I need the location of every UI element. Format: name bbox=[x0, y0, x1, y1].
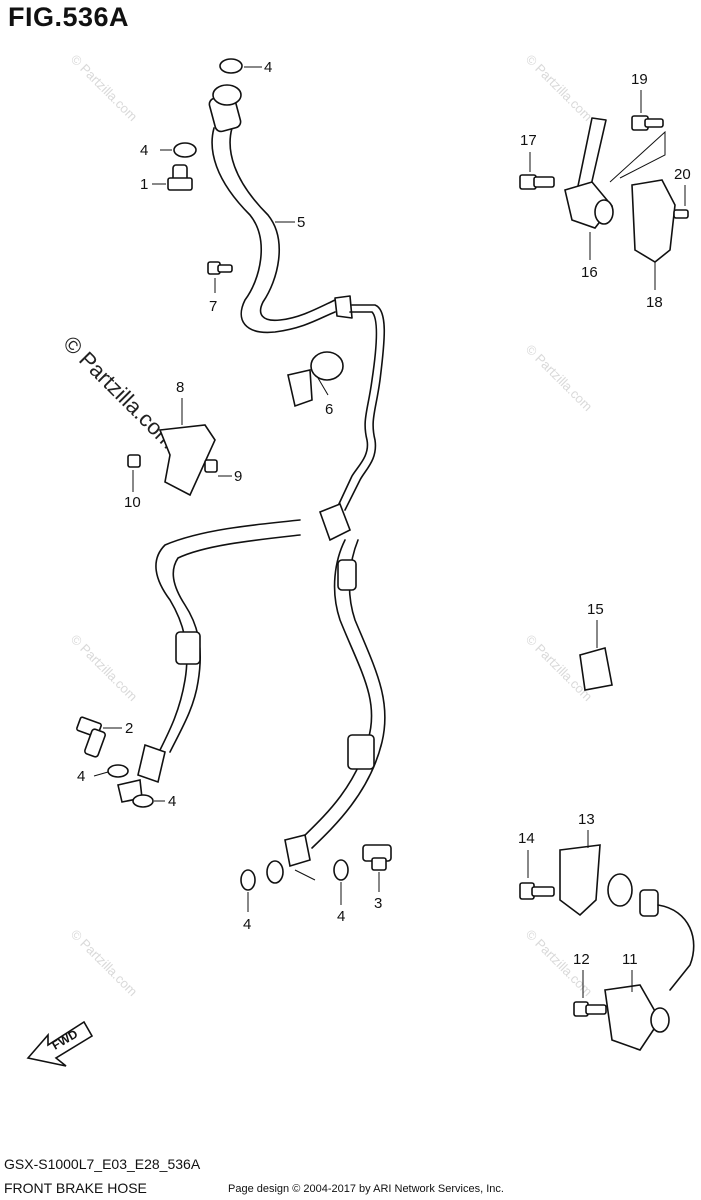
callout-3: 3 bbox=[374, 895, 382, 912]
callout-6: 6 bbox=[325, 401, 333, 418]
watermark-text: © Partzilla.com bbox=[68, 632, 141, 705]
brake-hose-lower[interactable] bbox=[117, 519, 386, 868]
callout-9: 9 bbox=[234, 468, 242, 485]
callout-4: 4 bbox=[168, 793, 176, 810]
watermark-text: © Partzilla.com bbox=[523, 52, 596, 125]
callout-16: 16 bbox=[581, 264, 598, 281]
callout-4: 4 bbox=[77, 768, 85, 785]
callout-17: 17 bbox=[520, 132, 537, 149]
callout-4: 4 bbox=[140, 142, 148, 159]
callout-5: 5 bbox=[297, 214, 305, 231]
callout-14: 14 bbox=[518, 830, 535, 847]
callout-4: 4 bbox=[337, 908, 345, 925]
callout-19: 19 bbox=[631, 71, 648, 88]
clip-15[interactable] bbox=[579, 646, 613, 691]
speed-sensor-upper[interactable] bbox=[519, 115, 689, 263]
bracket-8[interactable] bbox=[127, 424, 218, 497]
callout-13: 13 bbox=[578, 811, 595, 828]
clamp-6[interactable] bbox=[287, 351, 344, 408]
union-bolts[interactable] bbox=[76, 164, 392, 871]
model-code: GSX-S1000L7_E03_E28_536A bbox=[4, 1156, 201, 1172]
callout-20: 20 bbox=[674, 166, 691, 183]
copyright-text: Page design © 2004-2017 by ARI Network S… bbox=[228, 1183, 504, 1195]
callout-2: 2 bbox=[125, 720, 133, 737]
callout-10: 10 bbox=[124, 494, 141, 511]
bolt-7[interactable] bbox=[207, 261, 233, 275]
speed-sensor-lower[interactable] bbox=[519, 844, 695, 1051]
callouts: 4 4 1 5 7 6 8 9 10 2 4 4 4 4 3 17 19 20 … bbox=[77, 59, 691, 968]
watermark-text: © Partzilla.com bbox=[523, 342, 596, 415]
callout-7: 7 bbox=[209, 298, 217, 315]
watermark-text: © Partzilla.com bbox=[68, 52, 141, 125]
washers[interactable] bbox=[107, 58, 349, 891]
watermark-text: © Partzilla.com bbox=[68, 927, 141, 1000]
callout-12: 12 bbox=[573, 951, 590, 968]
callout-11: 11 bbox=[622, 951, 638, 968]
leader-lines bbox=[93, 66, 686, 998]
callout-1: 1 bbox=[140, 176, 148, 193]
callout-4: 4 bbox=[264, 59, 272, 76]
fwd-arrow-icon: FWD bbox=[26, 1020, 94, 1067]
callout-15: 15 bbox=[587, 601, 604, 618]
figure-title: FIG.536A bbox=[8, 2, 130, 32]
section-name: FRONT BRAKE HOSE bbox=[4, 1180, 147, 1196]
callout-8: 8 bbox=[176, 379, 184, 396]
callout-18: 18 bbox=[646, 294, 663, 311]
callout-4: 4 bbox=[243, 916, 251, 933]
brake-hose-upper[interactable] bbox=[208, 84, 386, 542]
